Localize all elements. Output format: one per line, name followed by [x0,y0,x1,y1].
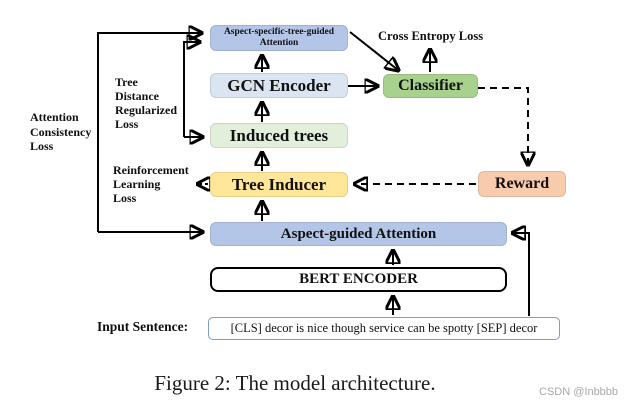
aspect-specific-line2: Attention [259,38,299,48]
tree-inducer-box: Tree Inducer [210,172,348,197]
classifier-box: Classifier [383,74,478,98]
wire-input-to-aspect-guided-right [513,233,530,316]
cross-entropy-loss-label: Cross Entropy Loss [378,29,484,43]
input-sentence-box: [CLS] decor is nice though service can b… [208,317,560,340]
aspect-specific-line1: Aspect-specific-tree-guided [223,27,335,37]
aspect-guided-attention-box: Aspect-guided Attention [210,222,507,246]
input-sentence-text: [CLS] decor is nice though service can b… [230,321,538,335]
reward-box: Reward [478,171,566,197]
input-sentence-label: Input Sentence: [97,319,189,334]
reward-label: Reward [494,175,550,192]
tree-distance-wire-top [183,42,199,137]
aspect-guided-attention-label: Aspect-guided Attention [280,225,437,242]
dashed-arrow-classifier-to-reward [478,87,528,164]
csdn-watermark: CSDN @Inbbbb [539,386,619,398]
gcn-encoder-label: GCN Encoder [227,75,331,95]
arrow-aspect-specific-to-classifier [349,31,398,70]
bert-encoder-box: BERT ENCODER [210,267,507,292]
induced-trees-box: Induced trees [210,123,348,148]
attention-consistency-loss-label: Attention Consistency Loss [30,110,92,153]
figure-caption: Figure 2: The model architecture. [154,371,436,395]
reinforcement-learning-loss-label: Reinforcement Learning Loss [113,163,189,205]
attention-consistency-wire-top [97,33,201,232]
tree-distance-regularized-loss-label: Tree Distance Regularized Loss [115,75,177,131]
tree-inducer-label: Tree Inducer [231,174,327,194]
aspect-specific-tree-guided-attention-box: Aspect-specific-tree-guided Attention [210,25,348,51]
bert-encoder-label: BERT ENCODER [299,271,418,287]
classifier-label: Classifier [398,77,463,94]
induced-trees-label: Induced trees [229,125,329,145]
gcn-encoder-box: GCN Encoder [210,73,348,98]
